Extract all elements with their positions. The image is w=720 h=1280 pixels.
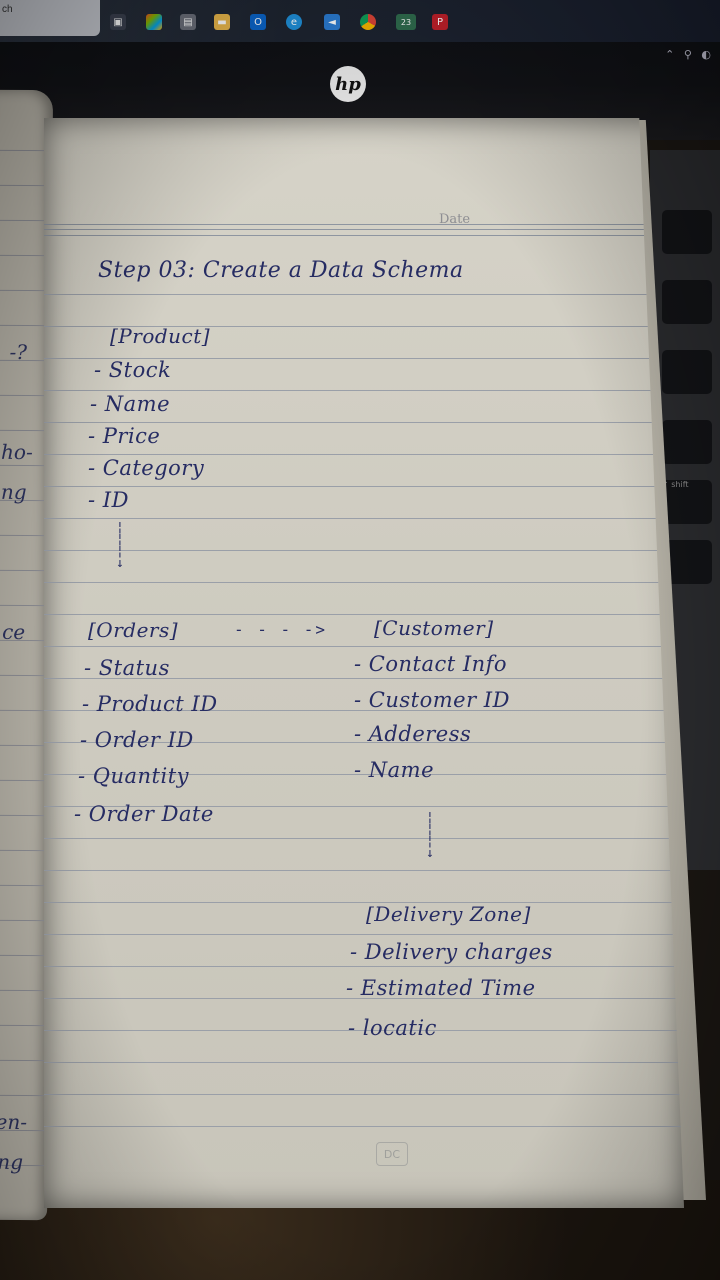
keyboard-key (662, 420, 712, 464)
left-page-scrawl: en- (0, 1109, 28, 1135)
notebook-page: Date Step 03: Create a Data Schema [Prod… (44, 118, 684, 1208)
keyboard-key (662, 210, 712, 254)
customer-field: - Contact Info (354, 652, 508, 676)
chrome-icon[interactable] (360, 14, 376, 30)
shift-key-label: ↑ shift (662, 480, 689, 489)
keyboard-key (662, 350, 712, 394)
left-page-scrawl: ce (2, 619, 26, 645)
delivery-zone-field: - Estimated Time (346, 976, 536, 1000)
notification-badge: 23 (400, 17, 412, 27)
keyboard-key (662, 280, 712, 324)
shift-key: ↑ shift (662, 480, 712, 524)
taskbar-search-box[interactable]: ch (0, 0, 100, 36)
search-text: ch (2, 4, 13, 15)
delivery-zone-heading: [Delivery Zone] (366, 902, 531, 926)
product-heading: [Product] (110, 324, 211, 348)
product-field: - Price (88, 424, 161, 448)
left-page-scrawl: -? (9, 339, 28, 365)
orders-heading: [Orders] (88, 618, 179, 642)
left-page-scrawl: ng (0, 479, 27, 505)
laptop-keyboard: ↑ shift (650, 150, 720, 870)
customer-heading: [Customer] (374, 616, 494, 640)
orders-field: - Order Date (74, 802, 214, 826)
windows-start-icon[interactable] (146, 14, 162, 30)
hp-logo: hp (330, 66, 366, 102)
product-field: - Category (88, 456, 205, 480)
customer-field: - Customer ID (354, 688, 510, 712)
customer-to-delivery-arrow: ¦ ¦ ¦ ↓ (426, 810, 434, 861)
file-explorer-icon[interactable]: ▬ (214, 14, 230, 30)
delivery-zone-field: - locatic (348, 1016, 437, 1040)
brand-text: hp (335, 73, 361, 95)
footer-mark-text: DC (383, 1147, 401, 1161)
orders-field: - Product ID (82, 692, 218, 716)
notebook-brand-mark: DC (376, 1142, 408, 1166)
product-field: - Stock (94, 358, 172, 382)
customer-field: - Adderess (354, 722, 472, 746)
orders-to-customer-arrow: - - - -> (234, 620, 328, 639)
notification-app-icon[interactable]: 23 (396, 14, 416, 30)
product-to-orders-arrow: ¦ ¦ ¦ ↓ (116, 520, 124, 571)
left-page-scrawl: ho- (1, 439, 33, 465)
app-red-icon[interactable]: P (432, 14, 448, 30)
product-field: - Name (90, 392, 171, 416)
orders-field: - Status (84, 656, 170, 680)
page-title: Step 03: Create a Data Schema (98, 258, 464, 283)
outlook-icon[interactable]: O (250, 14, 266, 30)
delivery-zone-field: - Delivery charges (350, 940, 553, 964)
edge-icon[interactable]: e (286, 14, 302, 30)
orders-field: - Quantity (78, 764, 190, 788)
left-page-scrawl: ng (0, 1149, 24, 1175)
system-tray-icons[interactable]: ⌃ ⚲ ◐ (665, 48, 714, 61)
date-label: Date (439, 212, 471, 227)
task-view-icon[interactable]: ▣ (110, 14, 126, 30)
laptop-screen: ch ▣ ▤ ▬ O e ◄ 23 P ⌃ ⚲ ◐ hp (0, 0, 720, 140)
vscode-icon[interactable]: ◄ (324, 14, 340, 30)
customer-field: - Name (354, 758, 435, 782)
orders-field: - Order ID (80, 728, 194, 752)
product-field: - ID (88, 488, 129, 512)
calculator-icon[interactable]: ▤ (180, 14, 196, 30)
windows-taskbar: ch ▣ ▤ ▬ O e ◄ 23 P (0, 0, 720, 42)
